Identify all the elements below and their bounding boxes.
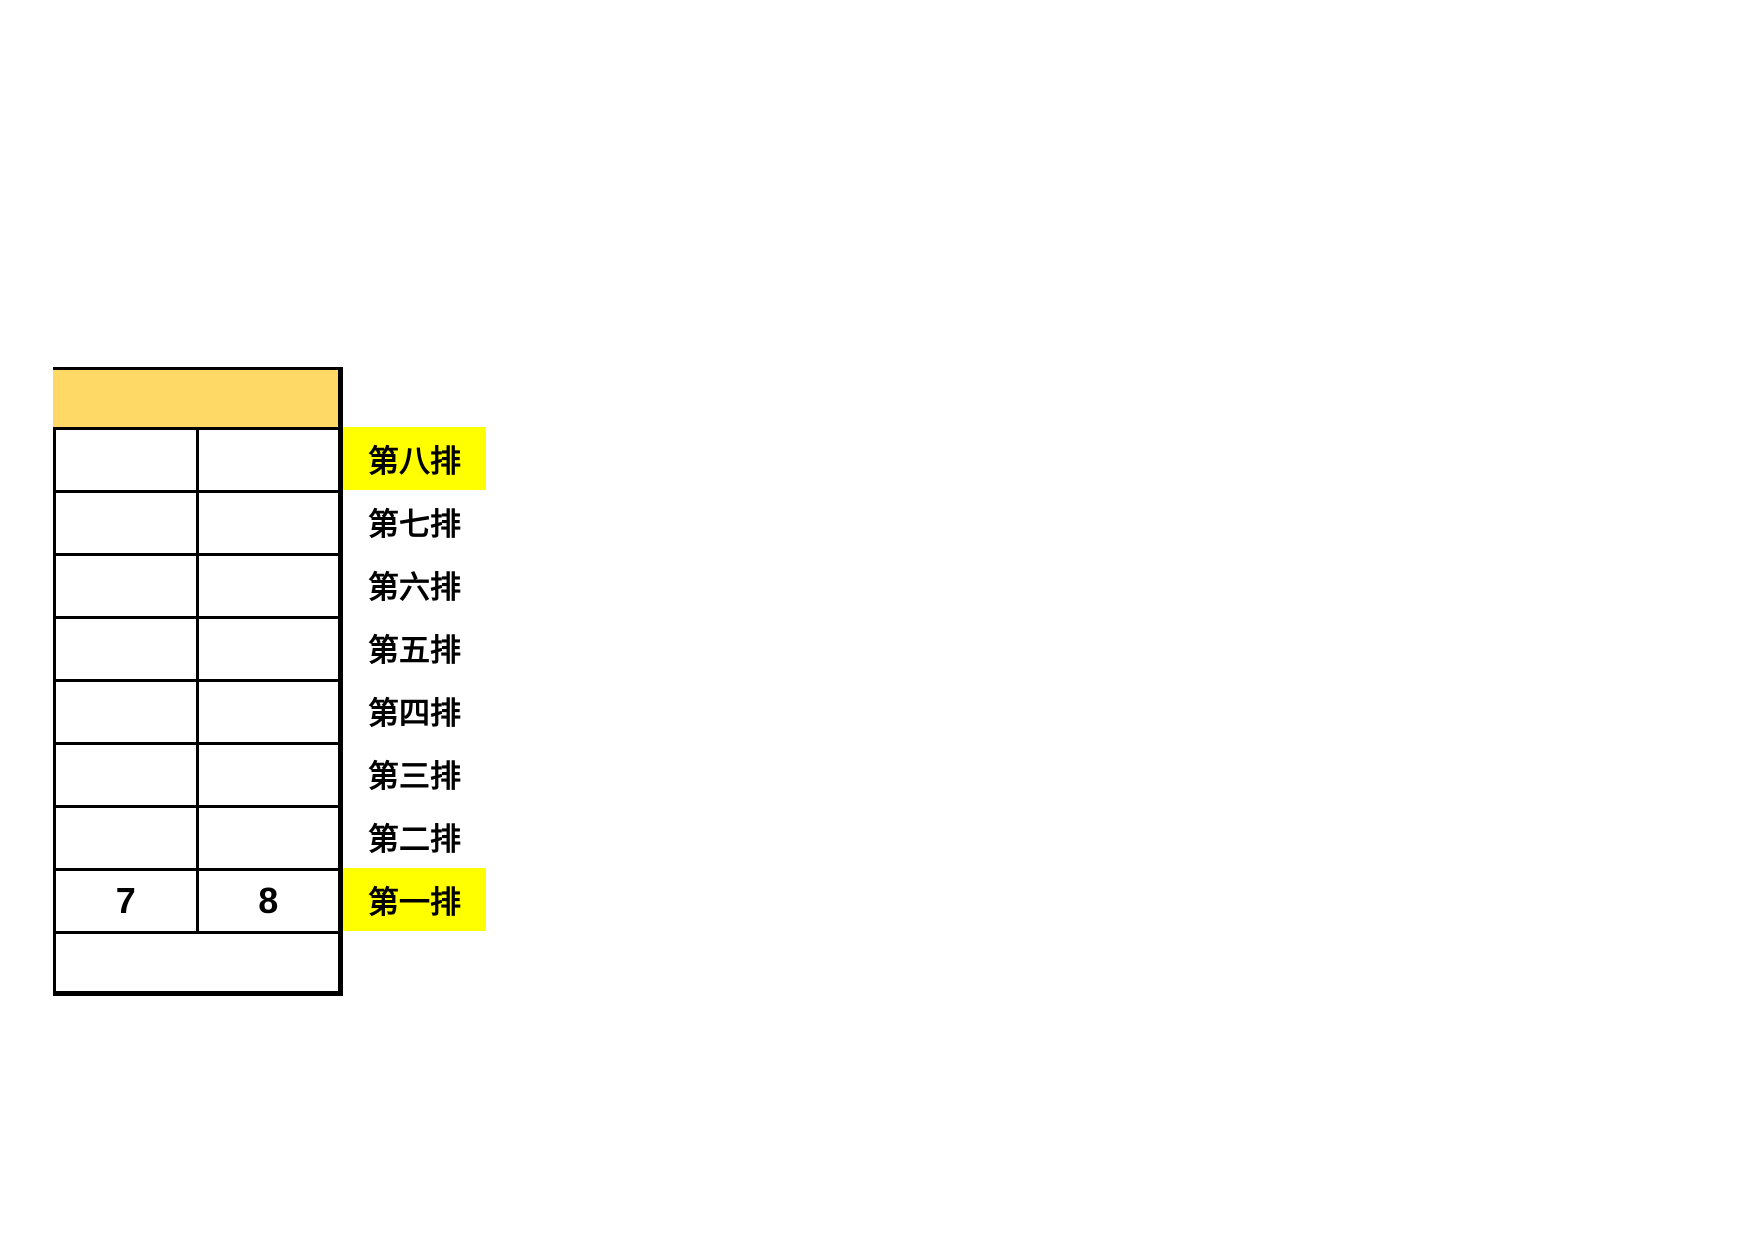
row-label-5[interactable]: 第五排 <box>368 633 461 668</box>
row-label-6[interactable]: 第六排 <box>368 570 461 605</box>
seat-cell[interactable] <box>56 556 199 616</box>
seat-cell-7[interactable]: 7 <box>56 871 199 931</box>
seat-cell[interactable] <box>56 682 199 742</box>
seat-cell[interactable] <box>56 745 199 805</box>
seat-row: 7 8 <box>53 868 338 931</box>
seat-cell[interactable] <box>199 430 339 490</box>
seat-cell[interactable] <box>56 430 199 490</box>
row-label-7[interactable]: 第七排 <box>368 507 461 542</box>
seat-cell[interactable] <box>199 556 339 616</box>
row-label-1[interactable]: 第一排 <box>343 868 486 931</box>
table-footer-space <box>53 931 338 991</box>
table-header-bar[interactable] <box>53 367 338 427</box>
seat-row <box>53 679 338 742</box>
seat-cell[interactable] <box>199 619 339 679</box>
seat-cell[interactable] <box>56 808 199 868</box>
row-label-column: 第八排 第七排 第六排 第五排 第四排 第三排 第二排 第一排 <box>343 427 486 931</box>
seat-row <box>53 427 338 490</box>
seat-cell-8[interactable]: 8 <box>258 880 279 921</box>
seat-row <box>53 553 338 616</box>
seat-row <box>53 805 338 868</box>
seat-cell[interactable] <box>56 493 199 553</box>
row-label-3[interactable]: 第三排 <box>368 759 461 794</box>
seat-row <box>53 490 338 553</box>
row-label-2[interactable]: 第二排 <box>368 822 461 857</box>
row-label-8[interactable]: 第八排 <box>343 427 486 490</box>
seat-cell[interactable] <box>56 619 199 679</box>
seat-row <box>53 616 338 679</box>
seat-cell[interactable] <box>199 682 339 742</box>
seat-cell[interactable] <box>199 493 339 553</box>
seat-cell[interactable] <box>199 745 339 805</box>
seat-row <box>53 742 338 805</box>
seating-table: 7 8 <box>53 367 343 996</box>
row-label-4[interactable]: 第四排 <box>368 696 461 731</box>
seat-cell[interactable] <box>199 808 339 868</box>
